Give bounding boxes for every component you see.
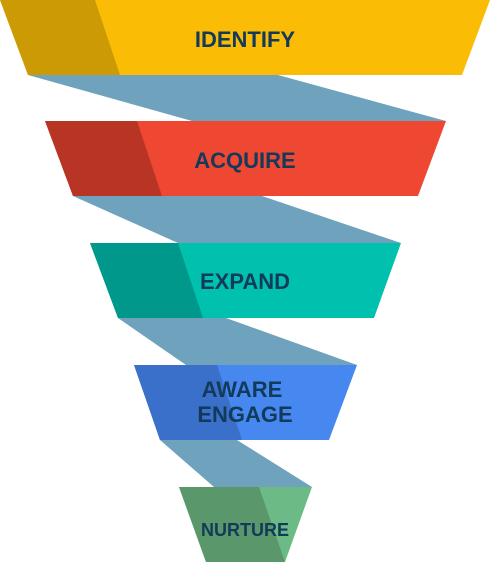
funnel-band-shade-expand [90, 243, 203, 318]
ribbon-connector-1 [28, 75, 446, 121]
funnel-band-identify [0, 0, 490, 75]
stage-label-engage: ENGAGE [197, 402, 292, 427]
funnel-band-shade-acquire [45, 121, 162, 196]
funnel-band-shade-identify [0, 0, 120, 75]
funnel-band-shade-aware-engage [134, 365, 242, 440]
stage-label-aware: AWARE [202, 377, 283, 402]
funnel-band-shade-nurture [179, 487, 285, 562]
ribbon-connector-3 [118, 318, 357, 365]
funnel-stage-expand: EXPAND [90, 243, 401, 318]
funnel-stage-aware-engage: AWARE ENGAGE [134, 365, 357, 440]
stage-label-aware-engage: AWARE ENGAGE [197, 377, 292, 427]
funnel-stage-acquire: ACQUIRE [45, 121, 446, 196]
stage-label-identify: IDENTIFY [195, 27, 296, 52]
ribbon-connector-2 [73, 196, 401, 243]
stage-label-expand: EXPAND [200, 269, 290, 294]
ribbon-connector-4 [160, 440, 312, 487]
stage-label-acquire: ACQUIRE [194, 148, 295, 173]
funnel-stage-nurture: NURTURE [179, 487, 312, 562]
stage-label-nurture: NURTURE [201, 520, 289, 540]
funnel-stage-identify: IDENTIFY [0, 0, 490, 75]
